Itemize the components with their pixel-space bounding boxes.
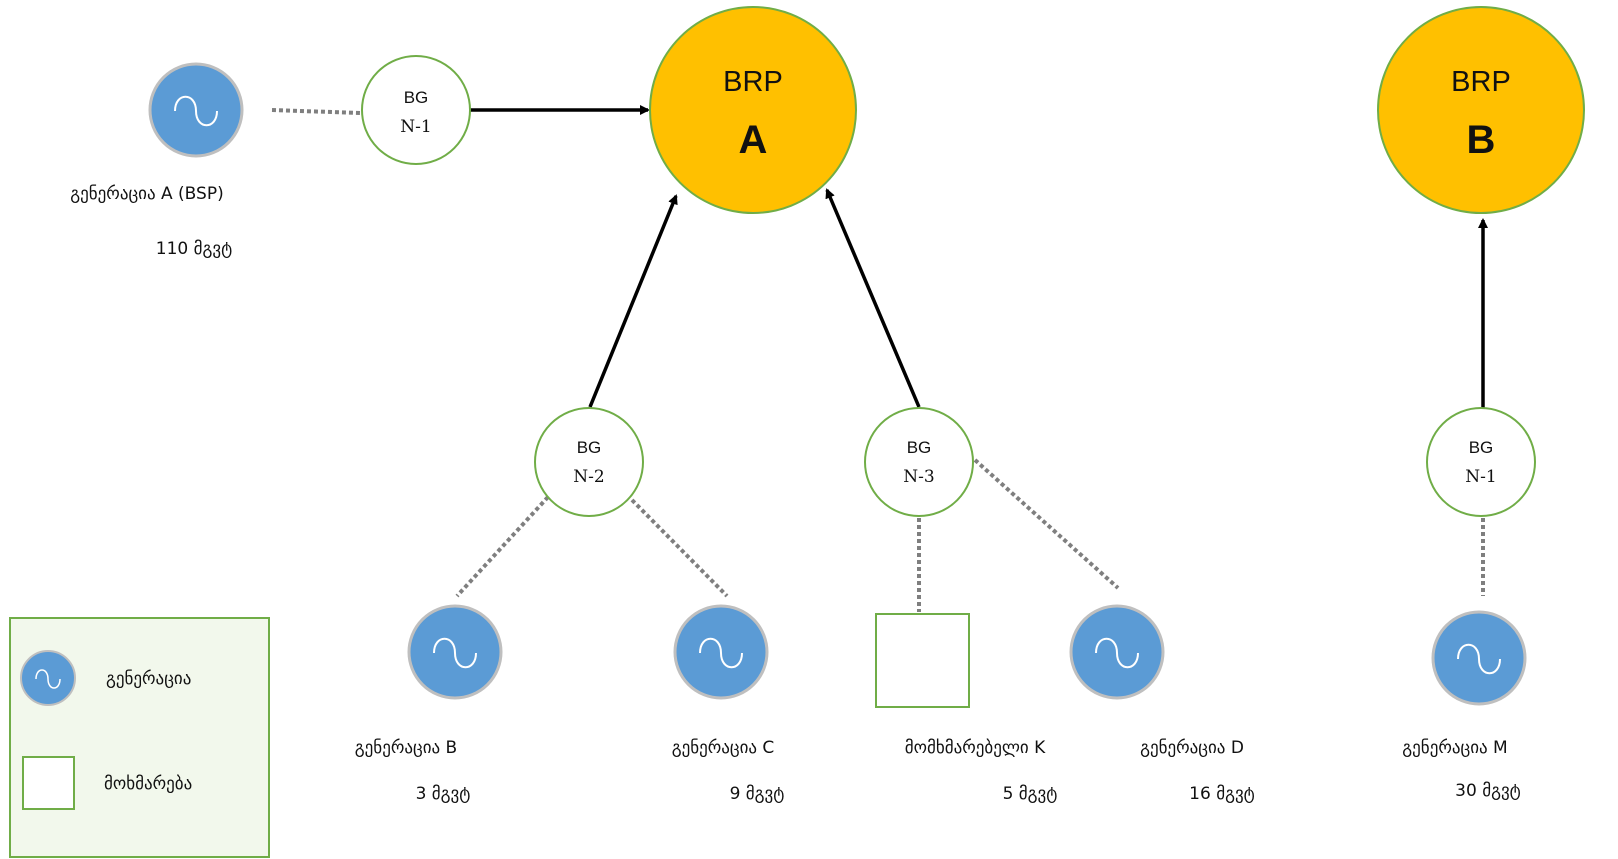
generator-icon-a bbox=[148, 62, 244, 158]
consK-power: 5 მგვტ bbox=[1003, 784, 1058, 804]
genD-power: 16 მგვტ bbox=[1189, 784, 1255, 804]
solid-arrows bbox=[470, 105, 1488, 408]
connector-genA-bgA1 bbox=[271, 108, 361, 115]
bg-node-a2: BG N-2 bbox=[534, 407, 644, 517]
dotted-connectors bbox=[271, 108, 1485, 612]
bg-node-a3-title: BG bbox=[907, 438, 932, 457]
bg-node-a2-number: N-2 bbox=[573, 467, 604, 487]
bg-node-a3: BG N-3 bbox=[864, 407, 974, 517]
brp-a-letter: A bbox=[739, 118, 768, 162]
generator-icon-b bbox=[407, 604, 503, 700]
connector-bgA2-genB bbox=[455, 495, 550, 598]
consumer-icon-k bbox=[875, 613, 970, 708]
bg-node-a3-number: N-3 bbox=[903, 467, 934, 487]
genA-power: 110 მგვტ bbox=[156, 239, 232, 259]
arrow-bgA3-brpA bbox=[825, 188, 921, 408]
legend: გენერაცია მოხმარება bbox=[9, 617, 270, 858]
generator-icon-d bbox=[1069, 604, 1165, 700]
connector-bgA2-genC bbox=[630, 498, 729, 598]
bg-node-b1: BG N-1 bbox=[1426, 407, 1536, 517]
genA-name: გენერაცია A (BSP) bbox=[70, 184, 223, 204]
generator-icon-c bbox=[673, 604, 769, 700]
legend-consumption-label: მოხმარება bbox=[104, 774, 192, 794]
genC-power: 9 მგვტ bbox=[730, 784, 785, 804]
brp-b-letter: B bbox=[1467, 118, 1496, 162]
genD-name: გენერაცია D bbox=[1140, 738, 1244, 758]
brp-b-title: BRP bbox=[1451, 66, 1511, 98]
legend-generation-label: გენერაცია bbox=[106, 669, 191, 689]
bg-node-a1: BG N-1 bbox=[361, 55, 471, 165]
brp-b: BRP B bbox=[1377, 6, 1585, 214]
brp-a: BRP A bbox=[649, 6, 857, 214]
legend-generation-icon bbox=[20, 650, 76, 706]
bg-node-a1-title: BG bbox=[404, 88, 429, 107]
genM-power: 30 მგვტ bbox=[1455, 781, 1521, 801]
genB-power: 3 მგვტ bbox=[416, 784, 471, 804]
bg-node-a1-number: N-1 bbox=[400, 117, 431, 137]
legend-consumption-icon bbox=[22, 756, 75, 810]
bg-node-a2-title: BG bbox=[577, 438, 602, 457]
generator-icon-m bbox=[1431, 610, 1527, 706]
genC-name: გენერაცია C bbox=[672, 738, 775, 758]
genB-name: გენერაცია B bbox=[355, 738, 457, 758]
bg-node-b1-number: N-1 bbox=[1465, 467, 1496, 487]
connector-bgA3-genD bbox=[973, 458, 1120, 590]
brp-a-title: BRP bbox=[723, 66, 783, 98]
legend-box bbox=[9, 617, 270, 858]
arrow-bgA2-brpA bbox=[588, 194, 678, 408]
consK-name: მომხმარებელი K bbox=[905, 738, 1046, 758]
bg-node-b1-title: BG bbox=[1469, 438, 1494, 457]
genM-name: გენერაცია M bbox=[1402, 738, 1507, 758]
